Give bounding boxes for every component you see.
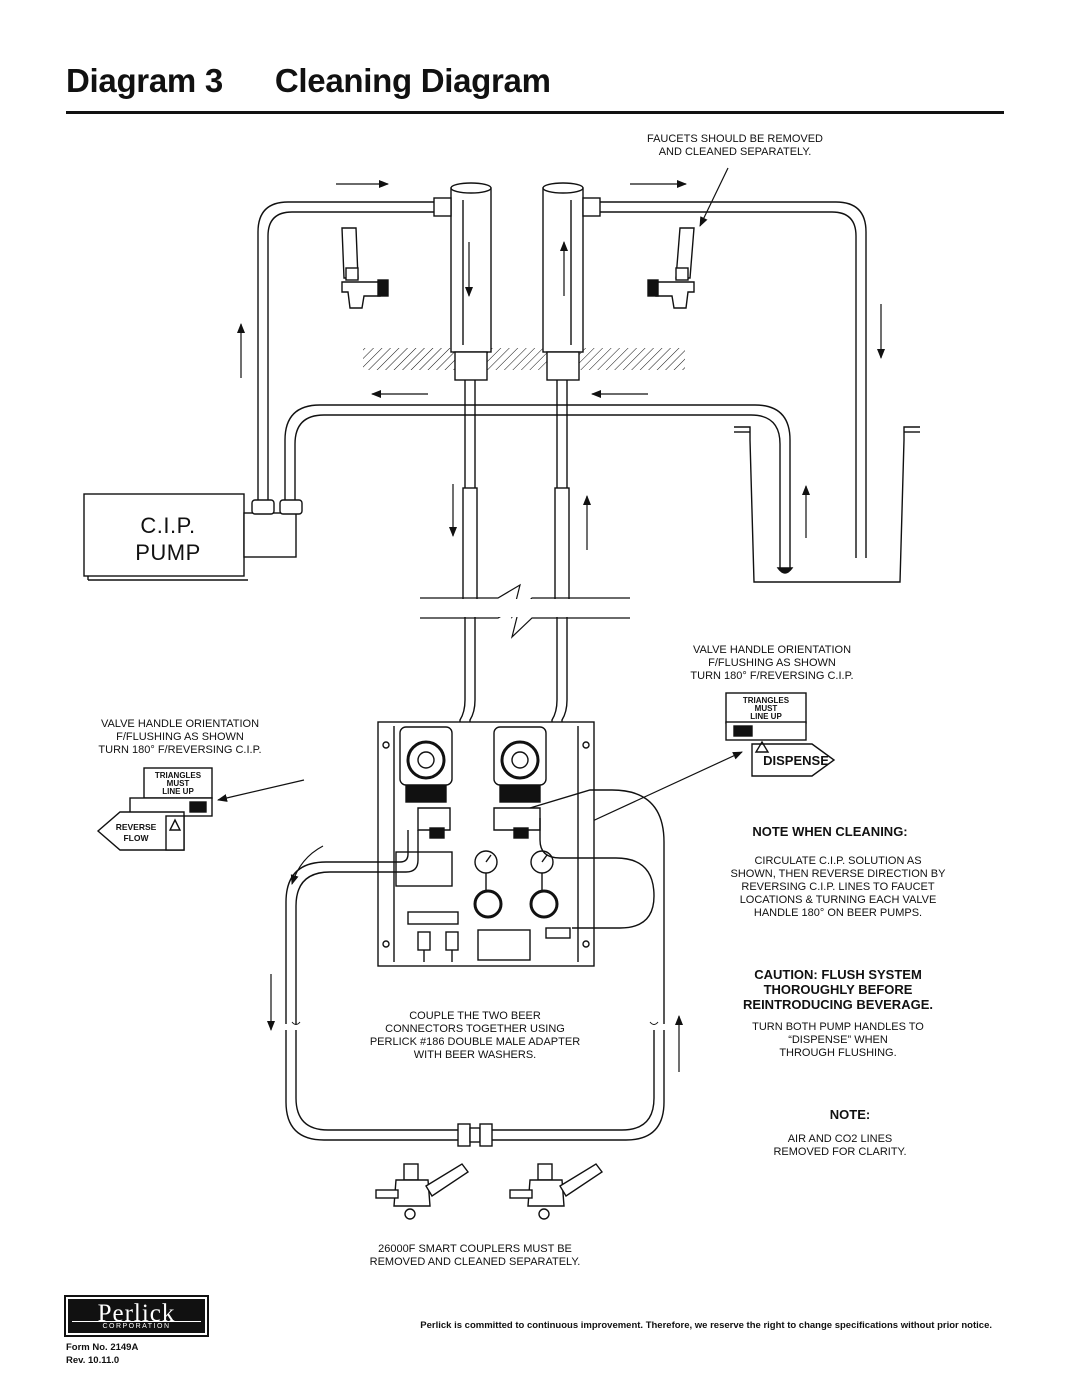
bucket [734, 426, 920, 583]
line-panel-right-loop [539, 818, 655, 929]
cip-pump-box [83, 493, 303, 581]
counter-top [363, 348, 685, 370]
note-body: AIR AND CO2 LINES REMOVED FOR CLARITY. [773, 1133, 907, 1158]
diagram-number: Diagram 3 [66, 62, 223, 99]
beer-line-left [459, 380, 466, 820]
note-heading: NOTE: [829, 1107, 871, 1122]
left-valve-tag [96, 767, 213, 851]
form-number: Form No. 2149A Rev. 10.11.0 [66, 1341, 138, 1367]
cip-label: C.I.P. [140, 513, 196, 538]
caution-heading: CAUTION: FLUSH SYSTEM THOROUGHLY BEFORE … [743, 967, 933, 1012]
left-coupler [375, 1163, 470, 1220]
right-tower [542, 182, 584, 381]
tag-triangles-left-2: MUST [167, 779, 190, 788]
revision: Rev. 10.11.0 [66, 1355, 120, 1366]
tag-flow: FLOW [123, 833, 149, 843]
line-panel-left-loop [295, 830, 419, 1024]
tag-reverse: REVERSE [116, 822, 157, 832]
double-male-adapter [457, 1123, 493, 1147]
caution-body: TURN BOTH PUMP HANDLES TO “DISPENSE” WHE… [752, 1021, 924, 1059]
line-right-tower-to-bucket [600, 201, 867, 558]
faucets-note: FAUCETS SHOULD BE REMOVED AND CLEANED SE… [646, 133, 824, 158]
tag-triangles-left-3: LINE UP [162, 787, 194, 796]
tag-triangles-left-1: TRIANGLES [155, 771, 202, 780]
valve-orientation-left: VALVE HANDLE ORIENTATION F/FLUSHING AS S… [98, 718, 262, 756]
line-bucket-to-pump [284, 404, 791, 568]
pump-label: PUMP [135, 540, 201, 565]
tag-triangles-right-3: LINE UP [750, 712, 782, 721]
form-no: Form No. 2149A [66, 1342, 139, 1353]
beer-line-right [551, 380, 558, 770]
left-faucet [341, 227, 389, 309]
beer-pump-panel [377, 721, 595, 967]
right-valve-tag [725, 692, 836, 777]
tag-dispense: DISPENSE [763, 753, 829, 768]
diagram-name: Cleaning Diagram [274, 62, 551, 99]
logo-corp: CORPORATION [72, 1321, 201, 1331]
couplers-note: 26000F SMART COUPLERS MUST BE REMOVED AN… [369, 1243, 581, 1268]
cleaning-note-body: CIRCULATE C.I.P. SOLUTION AS SHOWN, THEN… [730, 855, 946, 919]
cleaning-note-heading: NOTE WHEN CLEANING: [752, 824, 908, 839]
left-tower [450, 182, 492, 381]
line-pump-to-left-tower [257, 201, 434, 500]
line-break [420, 583, 630, 639]
couple-note: COUPLE THE TWO BEER CONNECTORS TOGETHER … [369, 1010, 581, 1061]
right-faucet [647, 227, 695, 309]
tag-triangles-right-2: MUST [755, 704, 778, 713]
page-title: Diagram 3 Cleaning Diagram [66, 62, 551, 100]
valve-orientation-right: VALVE HANDLE ORIENTATION F/FLUSHING AS S… [690, 644, 854, 682]
title-rule [66, 111, 1004, 114]
right-coupler [509, 1163, 604, 1220]
tag-triangles-right-1: TRIANGLES [743, 696, 790, 705]
disclaimer: Perlick is committed to continuous impro… [420, 1320, 992, 1331]
cip-pump-label: C.I.P. PUMP [92, 512, 244, 566]
perlick-logo: Perlick CORPORATION [64, 1295, 209, 1337]
logo-brand: Perlick [97, 1300, 176, 1327]
